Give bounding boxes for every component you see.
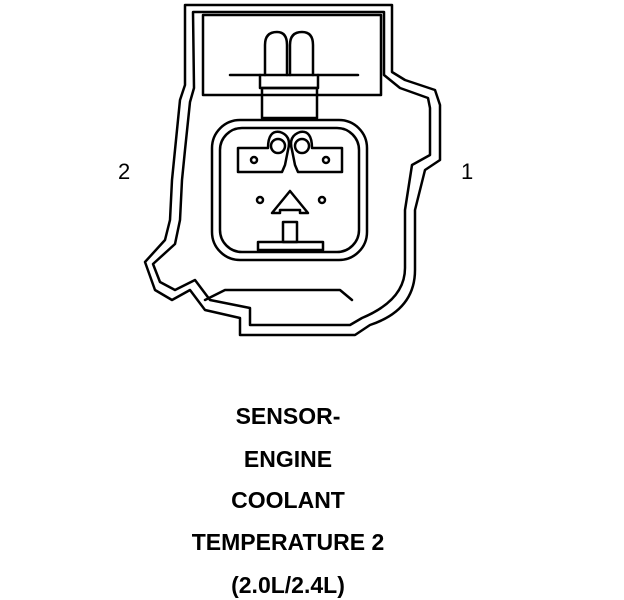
caption-line-4: TEMPERATURE 2 [191, 529, 385, 555]
mating-face [210, 118, 369, 262]
caption-line-5: (2.0L/2.4L) [231, 572, 345, 598]
keying-base [256, 240, 325, 252]
mating-face-inner [218, 126, 361, 254]
caption-line-3: COOLANT [231, 487, 345, 513]
latch-pillar [260, 86, 319, 120]
pin-1-label: 1 [461, 159, 474, 184]
connector-housing-outer [143, 3, 442, 337]
latch-cover [201, 13, 383, 97]
terminal-cavity-1 [289, 130, 344, 174]
connector-housing-inner [151, 10, 432, 327]
caption-line-2: ENGINE [243, 446, 333, 472]
caption-line-1: SENSOR- [235, 403, 341, 429]
housing-bottom [203, 288, 354, 302]
locator-hole-right [317, 195, 327, 205]
locator-hole-left [255, 195, 265, 205]
terminal-pin-2 [269, 137, 287, 155]
keying-arrow [270, 189, 310, 215]
latch-tab [263, 30, 315, 77]
terminal-pin-1 [293, 137, 311, 155]
pin-2-label: 2 [118, 159, 131, 184]
keying-post [281, 220, 299, 244]
terminal-cavity-2 [236, 130, 291, 174]
